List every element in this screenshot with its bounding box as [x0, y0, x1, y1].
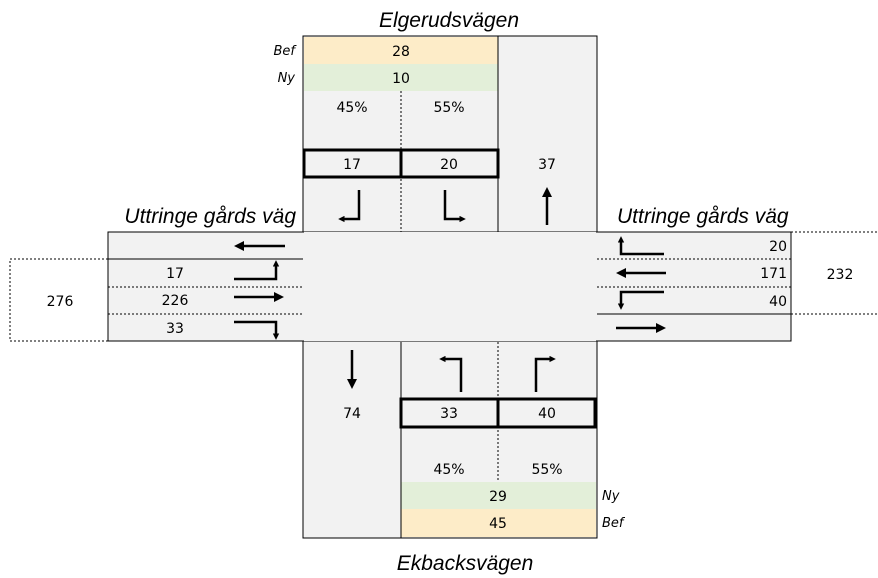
north-box-left-value: 17 [343, 157, 361, 173]
south-box-left-value: 33 [440, 406, 458, 422]
west-total-bracket [9, 258, 108, 342]
west-right-lane-value: 33 [166, 321, 184, 337]
intersection-area [304, 232, 596, 341]
west-road-name: Uttringe gårds väg [124, 205, 296, 228]
west-left-lane-value: 17 [166, 266, 184, 282]
east-left-lane-value: 40 [769, 294, 787, 310]
north-bef-tag: Bef [274, 44, 298, 59]
south-box-right-value: 40 [538, 406, 556, 422]
road-surface [107, 35, 792, 539]
north-ny-band [304, 64, 498, 91]
south-ny-value: 29 [489, 489, 507, 505]
north-ny-tag: Ny [278, 71, 296, 86]
south-ny-tag: Ny [602, 489, 620, 504]
south-right-count-box [496, 397, 597, 429]
turn-arrow-icon [338, 190, 361, 223]
east-right-lane-value: 20 [769, 239, 787, 255]
north-bef-value: 28 [392, 44, 410, 60]
south-road-name: Ekbacksvägen [397, 552, 534, 575]
north-split-right: 55% [433, 100, 464, 116]
turn-arrow-icon [617, 290, 664, 310]
east-road-name: Uttringe gårds väg [617, 205, 789, 228]
north-bef-band [304, 37, 498, 64]
south-bef-tag: Bef [602, 516, 626, 531]
north-split-left: 45% [336, 100, 367, 116]
north-box-right-value: 20 [440, 157, 458, 173]
west-total-value: 276 [47, 294, 74, 310]
lane-dividers [108, 36, 791, 538]
movement-arrows [234, 187, 666, 392]
south-split-left: 45% [433, 462, 464, 478]
east-total-value: 232 [827, 267, 854, 283]
north-right-count-box [399, 148, 500, 179]
turn-arrow-icon [443, 190, 466, 223]
north-ny-value: 10 [392, 71, 410, 87]
west-through-lane-value: 226 [162, 293, 189, 309]
north-outbound-value: 37 [538, 157, 556, 173]
south-split-right: 55% [531, 462, 562, 478]
east-through-lane-value: 171 [760, 266, 787, 282]
turn-arrow-icon [617, 236, 664, 256]
east-total-bracket [791, 231, 878, 315]
turn-arrow-icon [234, 320, 280, 340]
turn-arrow-icon [439, 355, 463, 392]
turn-arrow-icon [534, 355, 556, 392]
south-outbound-value: 74 [343, 406, 361, 422]
south-ny-band [401, 482, 596, 509]
north-road-name: Elgerudsvägen [379, 9, 519, 32]
turn-arrow-icon [234, 260, 280, 281]
south-bef-band [401, 509, 596, 537]
south-bef-value: 45 [489, 516, 507, 532]
